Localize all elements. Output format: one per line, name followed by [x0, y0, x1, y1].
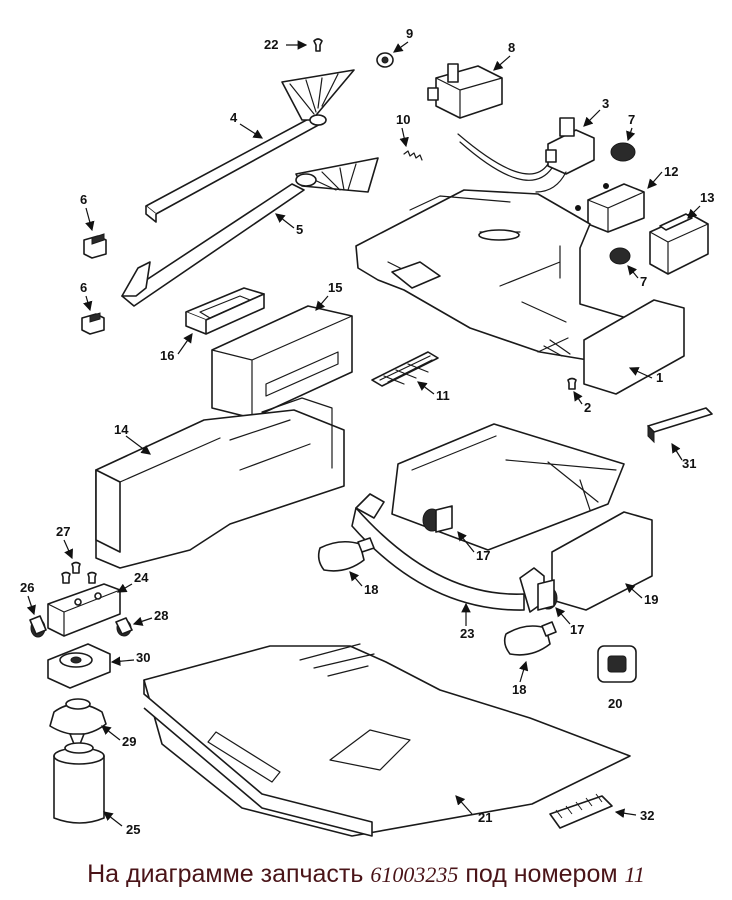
callout-17b: 17 — [570, 622, 584, 637]
callout-22: 22 — [264, 37, 278, 52]
part-6-clip-upper — [83, 233, 107, 259]
callout-17a: 17 — [476, 548, 490, 563]
callout-2: 2 — [584, 400, 591, 415]
part-8-damper-motor — [427, 63, 503, 119]
part-3-thermostat — [457, 117, 595, 193]
part-32-grille — [549, 793, 613, 829]
callout-20: 20 — [608, 696, 622, 711]
caption-middle: под номером — [465, 860, 618, 888]
part-23-rail — [351, 493, 545, 613]
callout-23: 23 — [460, 626, 474, 641]
callout-30: 30 — [136, 650, 150, 665]
part-13-housing — [649, 213, 709, 275]
part-20-switch — [597, 645, 637, 683]
part-17-socket-upper — [422, 505, 453, 533]
callout-12: 12 — [664, 164, 678, 179]
callout-8: 8 — [508, 40, 515, 55]
callout-11: 11 — [436, 388, 450, 403]
caption: На диаграмме запчасть 61003235 под номер… — [0, 852, 732, 896]
callout-25: 25 — [126, 822, 140, 837]
part-29-cap — [49, 698, 107, 745]
part-21-base-tray — [143, 643, 631, 837]
callout-5: 5 — [296, 222, 303, 237]
callout-14: 14 — [114, 422, 129, 437]
part-1-main-housing — [355, 189, 685, 395]
callout-13: 13 — [700, 190, 714, 205]
part-22-screw — [313, 38, 323, 52]
caption-prefix: На диаграмме запчасть — [87, 860, 364, 888]
callout-7b: 7 — [640, 274, 647, 289]
callout-26: 26 — [20, 580, 34, 595]
caption-part-number: 61003235 — [370, 862, 459, 887]
part-2-screw — [567, 377, 577, 390]
part-25-canister — [53, 742, 105, 824]
callout-31: 31 — [682, 456, 696, 471]
callout-15: 15 — [328, 280, 342, 295]
part-10-spring — [403, 150, 423, 161]
callout-18a: 18 — [364, 582, 378, 597]
part-16-gasket — [185, 287, 265, 335]
part-24-bracket — [47, 583, 121, 637]
part-4-damper-arm — [145, 69, 355, 223]
callout-9: 9 — [406, 26, 413, 41]
callouts: 22 9 8 4 3 7 10 12 13 6 5 7 6 1 15 16 11 — [20, 26, 714, 837]
callout-24: 24 — [134, 570, 149, 585]
callout-10: 10 — [396, 112, 410, 127]
callout-3: 3 — [602, 96, 609, 111]
part-18-bulb-lower — [503, 621, 557, 656]
part-31-seal — [647, 407, 713, 444]
part-30-valve-body — [47, 643, 111, 689]
part-7-knob-lower — [609, 247, 631, 265]
callout-28: 28 — [154, 608, 168, 623]
part-28-fitting — [115, 617, 133, 637]
part-15-duct — [211, 305, 353, 419]
part-9-grommet — [376, 52, 394, 68]
part-18-bulb-upper — [317, 537, 375, 572]
part-5-damper-arm — [121, 157, 379, 307]
part-7-knob-upper — [610, 142, 636, 162]
callout-6a: 6 — [80, 192, 87, 207]
part-11-filter — [371, 351, 439, 387]
callout-6b: 6 — [80, 280, 87, 295]
part-27-screws — [61, 561, 97, 584]
callout-1: 1 — [656, 370, 663, 385]
part-26-fitting — [29, 615, 47, 638]
part-14-cover — [95, 397, 345, 569]
callout-18b: 18 — [512, 682, 526, 697]
part-17-socket-lower — [537, 579, 558, 611]
callout-19: 19 — [644, 592, 658, 607]
callout-29: 29 — [122, 734, 136, 749]
callout-27: 27 — [56, 524, 70, 539]
part-6-clip-lower — [81, 312, 105, 335]
parts-exploded-diagram: 22 9 8 4 3 7 10 12 13 6 5 7 6 1 15 16 11 — [20, 26, 714, 837]
callout-21: 21 — [478, 810, 492, 825]
callout-32: 32 — [640, 808, 654, 823]
callout-16: 16 — [160, 348, 174, 363]
caption-callout: 11 — [624, 862, 645, 887]
callout-4: 4 — [230, 110, 238, 125]
callout-7a: 7 — [628, 112, 635, 127]
